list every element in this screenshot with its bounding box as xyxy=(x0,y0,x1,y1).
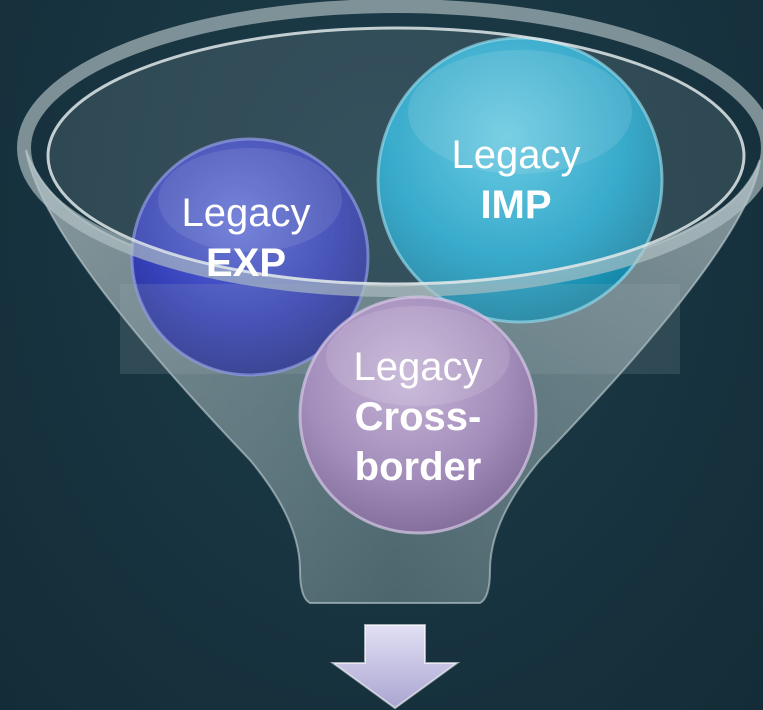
circle-exp xyxy=(130,137,370,377)
down-arrow-icon xyxy=(329,624,461,710)
imp-label-line2: IMP xyxy=(480,183,551,227)
exp-label-line1: Legacy xyxy=(182,191,311,235)
crossborder-label-line1: Legacy xyxy=(354,345,483,389)
funnel-rim-inner xyxy=(46,26,746,286)
imp-label-line1: Legacy xyxy=(452,133,581,177)
circle-imp xyxy=(376,36,664,324)
exp-label-line2: EXP xyxy=(206,241,286,285)
circle-crossborder xyxy=(298,295,538,535)
crossborder-label-line3: border xyxy=(355,445,482,489)
funnel-rim-outer xyxy=(17,0,763,297)
crossborder-label-line2: Cross- xyxy=(355,395,482,439)
